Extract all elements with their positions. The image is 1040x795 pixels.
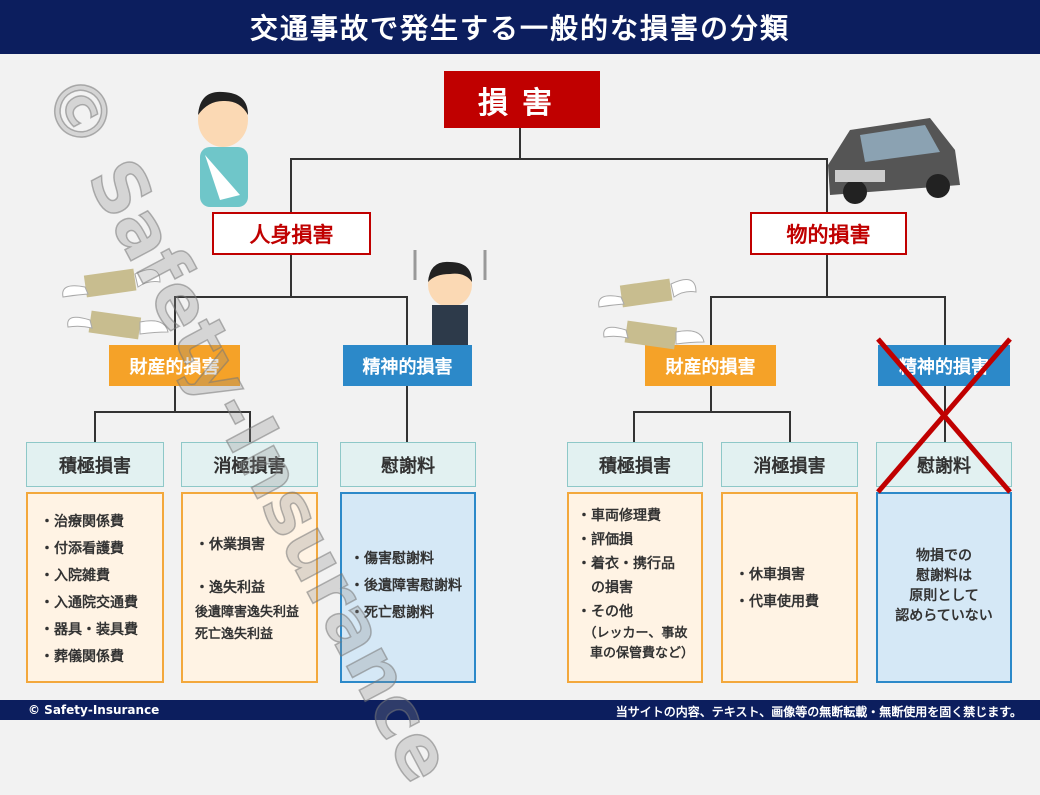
personal-mental-damage-box: 精神的損害 [343, 345, 472, 386]
list-item: ・休業損害 [195, 537, 265, 553]
flying-money-icon [598, 278, 705, 350]
personal-damage-box: 人身損害 [212, 212, 371, 255]
list-item: （レッカー、事故 [577, 626, 688, 641]
note-line: 認めらていない [895, 608, 993, 624]
connector [406, 386, 408, 442]
connector [174, 386, 176, 412]
page-title: 交通事故で発生する一般的な損害の分類 [0, 0, 1040, 54]
list-item: ・葬儀関係費 [40, 649, 124, 665]
injured-person-icon [198, 91, 248, 207]
material-positive-damage-label: 積極損害 [567, 442, 703, 487]
connector [789, 411, 791, 442]
note-line: 慰謝料は [916, 568, 972, 584]
list-item: ・その他 [577, 604, 633, 620]
copyright-text: © Safety-Insurance [28, 703, 160, 717]
connector [633, 411, 791, 413]
sub-item: 死亡逸失利益 [195, 627, 274, 642]
list-item: 車の保管費など） [577, 646, 695, 661]
sub-item: 後遺障害逸失利益 [195, 605, 300, 620]
personal-property-damage-box: 財産的損害 [109, 345, 240, 386]
cross-mark-icon [876, 337, 1012, 494]
material-negative-damage-label: 消極損害 [721, 442, 858, 487]
material-positive-damage-list: ・車両修理費 ・評価損 ・着衣・携行品 の損害 ・その他 （レッカー、事故 車の… [567, 492, 703, 683]
material-property-damage-box: 財産的損害 [645, 345, 776, 386]
connector [290, 255, 292, 297]
note-line: 原則として [909, 588, 979, 604]
connector [826, 255, 828, 297]
connector [826, 158, 828, 212]
personal-negative-damage-list: ・休業損害 ・逸失利益 後遺障害逸失利益 死亡逸失利益 [181, 492, 318, 683]
list-item: ・傷害慰謝料 [350, 551, 434, 567]
footer: © Safety-Insurance 当サイトの内容、テキスト、画像等の無断転載… [0, 700, 1040, 720]
connector [710, 386, 712, 412]
personal-positive-damage-list: ・治療関係費 ・付添看護費 ・入院雑費 ・入通院交通費 ・器具・装具費 ・葬儀関… [26, 492, 164, 683]
list-item: ・入院雑費 [40, 568, 110, 584]
material-consolation-note: 物損での 慰謝料は 原則として 認めらていない [876, 492, 1012, 683]
list-item: ・死亡慰謝料 [350, 605, 434, 621]
connector [94, 411, 96, 442]
connector [633, 411, 635, 442]
note-line: 物損での [916, 548, 972, 564]
material-negative-damage-list: ・休車損害 ・代車使用費 [721, 492, 858, 683]
connector [290, 158, 828, 160]
root-damage-box: 損害 [444, 71, 600, 128]
personal-positive-damage-label: 積極損害 [26, 442, 164, 487]
depressed-person-icon [413, 250, 487, 345]
personal-negative-damage-label: 消極損害 [181, 442, 318, 487]
list-item: ・入通院交通費 [40, 595, 138, 611]
connector [710, 296, 712, 345]
connector [174, 296, 176, 345]
material-damage-box: 物的損害 [750, 212, 907, 255]
personal-consolation-list: ・傷害慰謝料 ・後遺障害慰謝料 ・死亡慰謝料 [340, 492, 476, 683]
list-item: ・付添看護費 [40, 541, 124, 557]
list-item: ・車両修理費 [577, 508, 661, 524]
usage-notice: 当サイトの内容、テキスト、画像等の無断転載・無断使用を固く禁じます。 [615, 705, 1022, 719]
list-item: ・器具・装具費 [40, 622, 138, 638]
connector [94, 411, 251, 413]
list-item: ・評価損 [577, 532, 633, 548]
list-item: ・代車使用費 [735, 594, 819, 610]
connector [519, 128, 521, 159]
connector [710, 296, 946, 298]
list-item: ・治療関係費 [40, 514, 124, 530]
damaged-car-icon [828, 118, 960, 204]
list-item: ・休車損害 [735, 567, 805, 583]
list-item: ・後遺障害慰謝料 [350, 578, 462, 594]
connector [406, 296, 408, 345]
list-item: ・着衣・携行品 [577, 556, 675, 572]
connector [944, 296, 946, 345]
connector [290, 158, 292, 212]
connector [249, 411, 251, 442]
list-item: の損害 [577, 580, 633, 596]
personal-consolation-label: 慰謝料 [340, 442, 476, 487]
list-item: ・逸失利益 [195, 580, 265, 596]
flying-money-icon [62, 268, 169, 340]
connector [174, 296, 408, 298]
